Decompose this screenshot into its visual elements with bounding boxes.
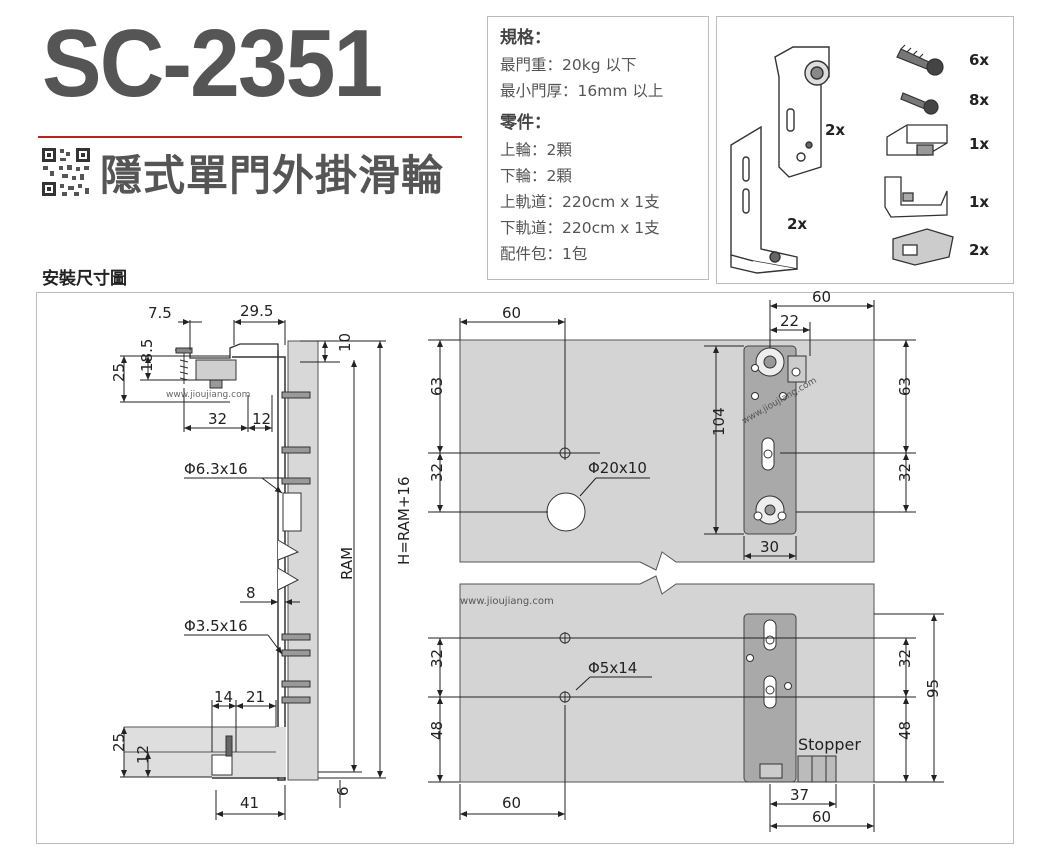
dim-label: 21 — [246, 688, 265, 706]
qty-label: 1x — [969, 193, 989, 211]
part-line: 上輪：2顆 — [500, 141, 572, 159]
dim-label: 32 — [428, 649, 446, 668]
stopper-block — [797, 755, 837, 783]
top-roller — [195, 359, 237, 381]
dim-label: 10 — [336, 333, 354, 352]
front-view-top — [428, 300, 916, 571]
dim-label: 41 — [240, 794, 259, 812]
dim-label: 25 — [110, 363, 128, 382]
wall-profile — [232, 350, 286, 781]
dim-label: 37 — [790, 786, 809, 804]
dim-label: 14 — [214, 688, 233, 706]
dim-label: 30 — [760, 538, 779, 556]
watermark: www.jioujiang.com — [460, 596, 554, 607]
dim-label: 63 — [428, 377, 446, 396]
dim-label: 8 — [246, 584, 256, 602]
wall-screw — [175, 347, 193, 384]
part-line: 下軌道：220cm x 1支 — [500, 219, 660, 237]
qty-label: 2x — [969, 241, 989, 259]
dim-label: 60 — [812, 808, 831, 826]
side-view — [120, 319, 386, 820]
door-panel — [287, 340, 319, 781]
title-divider — [38, 136, 462, 138]
spec-line: 最門重：20kg 以下 — [500, 56, 637, 74]
dim-label: 48 — [896, 721, 914, 740]
stopper-label: Stopper — [798, 735, 861, 754]
parts-illustration: 2x 2x 6x 8x 1x 1x 2x — [716, 16, 1014, 284]
bracket-l-icon — [730, 125, 798, 274]
qty-label: 2x — [825, 121, 845, 139]
dim-label: 60 — [502, 794, 521, 812]
dim-label: 32 — [896, 463, 914, 482]
qty-label: 1x — [969, 135, 989, 153]
door-screw — [281, 391, 311, 704]
product-title: 隱式單門外掛滑輪 — [100, 151, 445, 200]
bottom-roller-icon — [892, 228, 954, 266]
watermark: www.jioujiang.com — [166, 390, 250, 400]
front-view-bottom-labels: 32 48 Φ5x14 60 32 48 95 37 60 Stopper ww… — [428, 596, 942, 826]
model-number: SC-2351 — [42, 10, 383, 117]
qty-label: 2x — [787, 215, 807, 233]
dim-label: H=RAM+16 — [395, 476, 413, 565]
dim-label: Φ6.3x16 — [184, 460, 248, 478]
dim-label: Φ5x14 — [588, 659, 637, 677]
dim-label: 60 — [502, 304, 521, 322]
dim-label: 25 — [110, 733, 128, 752]
qty-label: 6x — [969, 51, 989, 69]
dim-label: 7.5 — [148, 304, 172, 322]
part-line: 上軌道：220cm x 1支 — [500, 193, 660, 211]
spec-panel: 規格： 最門重：20kg 以下 最小門厚：16mm 以上 零件： 上輪：2顆 下… — [487, 16, 709, 280]
dim-label: 22 — [780, 312, 799, 330]
dim-label: 95 — [924, 679, 942, 698]
dim-label: 32 — [896, 649, 914, 668]
dim-label: RAM — [338, 547, 356, 580]
part-line: 配件包：1包 — [500, 245, 588, 263]
dim-label: 48 — [428, 721, 446, 740]
dim-label: Φ3.5x16 — [184, 617, 248, 635]
front-view-bottom — [428, 575, 944, 832]
dim-label: 32 — [208, 410, 227, 428]
top-bracket — [282, 492, 302, 532]
bottom-roller — [211, 754, 233, 776]
dim-label: 104 — [710, 407, 728, 436]
dim-label: 18.5 — [138, 339, 156, 372]
dim-label: 29.5 — [240, 302, 273, 320]
spec-heading: 規格： — [500, 28, 551, 48]
dim-label: 12 — [134, 745, 152, 764]
screw-icon — [900, 92, 939, 115]
top-stopper-icon — [886, 124, 948, 156]
parts-heading: 零件： — [500, 113, 551, 133]
guide-icon — [884, 176, 948, 218]
dim-label: 63 — [896, 377, 914, 396]
drawing-frame — [36, 292, 1014, 844]
dim-label: 12 — [252, 410, 271, 428]
qr-code-icon — [40, 146, 92, 198]
dim-label: 60 — [812, 288, 831, 306]
dim-label: 6 — [334, 786, 352, 796]
top-wheel-bracket-icon — [774, 46, 830, 178]
side-view-labels: 7.5 29.5 10 25 18.5 32 12 Φ6.3x16 8 Φ3.5… — [110, 302, 413, 812]
dim-label: Φ20x10 — [588, 459, 647, 477]
screw-icon — [896, 44, 944, 76]
dim-label: 32 — [428, 463, 446, 482]
section-title: 安裝尺寸圖 — [42, 269, 127, 289]
part-line: 下輪：2顆 — [500, 167, 572, 185]
spec-line: 最小門厚：16mm 以上 — [500, 82, 664, 100]
qty-label: 8x — [969, 91, 989, 109]
